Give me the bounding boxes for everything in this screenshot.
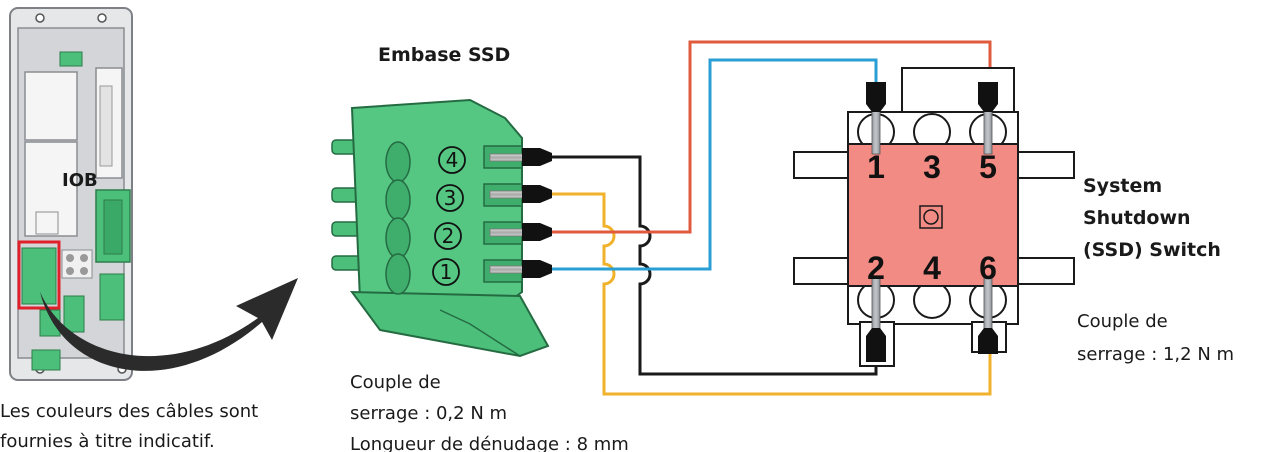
plug-pin-4: 4 [446,148,459,172]
ssd-switch-label-line: Shutdown [1083,207,1191,229]
plug-pin-2: 2 [442,224,455,248]
embase-title: Embase SSD [378,44,511,66]
terminal-3: 3 [923,149,941,185]
cable-color-note: Les couleurs des câbles sont fournies à … [0,397,258,452]
wires [552,40,992,396]
terminal-2: 2 [867,250,885,286]
ssd-port-highlight [17,240,61,310]
terminal-4: 4 [923,250,941,286]
plug-pin-1: 1 [440,260,453,284]
ssd-switch-label-line: System [1083,175,1163,197]
ssd-plug-connector: 4 3 2 1 [331,98,552,358]
cable-note-line: Les couleurs des câbles sont [0,401,259,422]
plug-torque-line: Couple de [350,372,441,393]
switch-torque-line: serrage : 1,2 N m [1077,344,1235,365]
wire-yellow [552,192,992,396]
plug-torque-line: serrage : 0,2 N m [350,403,508,424]
iob-module [9,7,133,381]
plug-pin-3: 3 [444,186,457,210]
plug-strip-length-line: Longueur de dénudage : 8 mm [350,434,629,452]
wire-orange [552,40,992,234]
wire-blue [552,58,878,271]
ssd-switch-label-line: (SSD) Switch [1083,239,1221,261]
switch-torque-note: Couple de serrage : 1,2 N m [1077,305,1262,371]
iob-label: IOB [62,170,98,191]
terminal-5: 5 [979,149,997,185]
switch-torque-line: Couple de [1077,311,1168,332]
terminal-1: 1 [867,149,885,185]
cable-note-line: fournies à titre indicatif. [0,431,215,452]
plug-torque-note: Couple de serrage : 0,2 N m Longueur de … [350,367,629,452]
terminal-6: 6 [979,250,997,286]
wire-black [552,155,878,376]
ssd-switch: 1 3 5 2 4 6 [793,67,1075,367]
ssd-switch-label: System Shutdown (SSD) Switch [1083,170,1253,266]
